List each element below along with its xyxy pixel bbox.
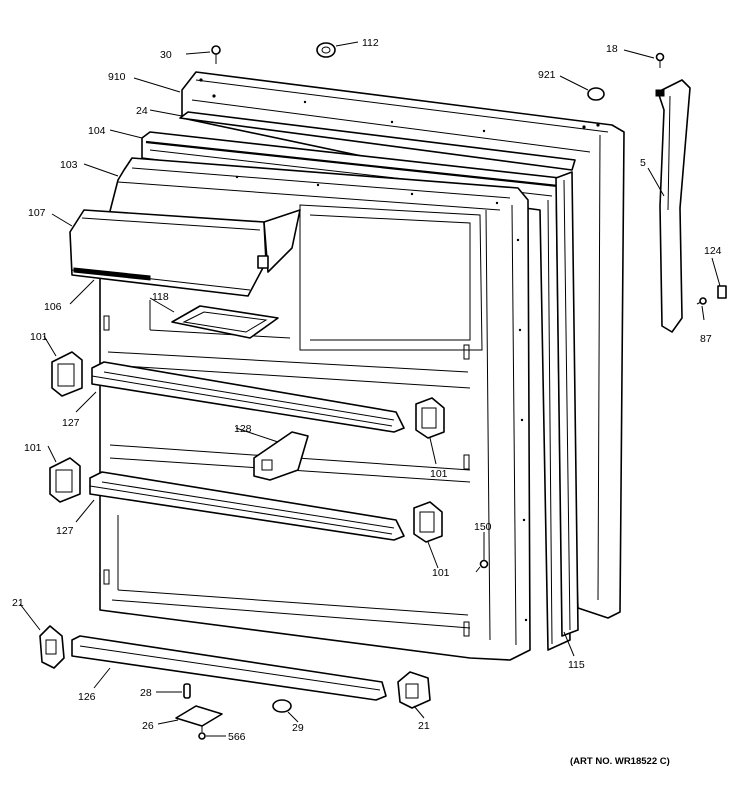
plug-921 [587, 87, 605, 101]
plate-26 [175, 705, 223, 727]
screw-87 [696, 297, 707, 305]
callout-150: 150 [474, 521, 492, 533]
clip-124 [717, 285, 727, 299]
callout-21-b: 21 [418, 720, 430, 732]
plug-112 [316, 42, 336, 58]
callout-5: 5 [640, 157, 646, 169]
callout-126: 126 [78, 691, 96, 703]
callout-910: 910 [108, 71, 126, 83]
callout-106: 106 [44, 301, 62, 313]
screw-150 [475, 559, 489, 573]
callout-26: 26 [142, 720, 154, 732]
leader-lines [19, 41, 721, 737]
shelf-bracket-left-upper [51, 351, 83, 397]
foot-29 [272, 699, 292, 713]
callout-29: 29 [292, 722, 304, 734]
callout-101-a: 101 [30, 331, 48, 343]
callout-104: 104 [88, 125, 106, 137]
callout-128: 128 [234, 423, 252, 435]
mid-bracket [253, 431, 309, 481]
callout-118: 118 [152, 291, 169, 303]
gasket-strip [179, 111, 576, 171]
bottom-trim [71, 635, 387, 701]
shelf-bracket-right-lower [413, 501, 443, 543]
screw-18 [655, 52, 665, 68]
callout-24: 24 [136, 105, 148, 117]
lower-shelf-rail [89, 471, 405, 541]
callout-112: 112 [362, 37, 379, 49]
screw-566 [198, 726, 206, 740]
art-number: (ART NO. WR18522 C) [570, 756, 670, 767]
callout-127-b: 127 [56, 525, 74, 537]
callout-101-c: 101 [430, 468, 448, 480]
hinge-right [397, 671, 431, 709]
callout-107: 107 [28, 207, 46, 219]
butter-tray [171, 305, 279, 339]
door-handle [655, 79, 691, 333]
callout-labels: 30 112 18 910 921 24 104 103 5 107 124 1… [12, 37, 722, 743]
screw-30 [211, 45, 221, 64]
hinge-left [39, 625, 65, 669]
dairy-hinge-bar [73, 267, 151, 281]
callout-18: 18 [606, 43, 618, 55]
callout-103: 103 [60, 159, 78, 171]
callout-566: 566 [228, 731, 246, 743]
callout-101-b: 101 [24, 442, 42, 454]
callout-124: 124 [704, 245, 722, 257]
callout-921: 921 [538, 69, 556, 81]
shelf-bracket-right-upper [415, 397, 445, 439]
callout-28: 28 [140, 687, 152, 699]
upper-shelf-rail [91, 361, 405, 433]
callout-127-a: 127 [62, 417, 80, 429]
callout-101-d: 101 [432, 567, 450, 579]
callout-115: 115 [568, 659, 585, 671]
side-gasket-strip [555, 171, 579, 637]
callout-30: 30 [160, 49, 172, 61]
shelf-bracket-left-lower [49, 457, 81, 503]
callout-21-a: 21 [12, 597, 24, 609]
pin-28 [183, 683, 191, 699]
callout-87: 87 [700, 333, 712, 345]
